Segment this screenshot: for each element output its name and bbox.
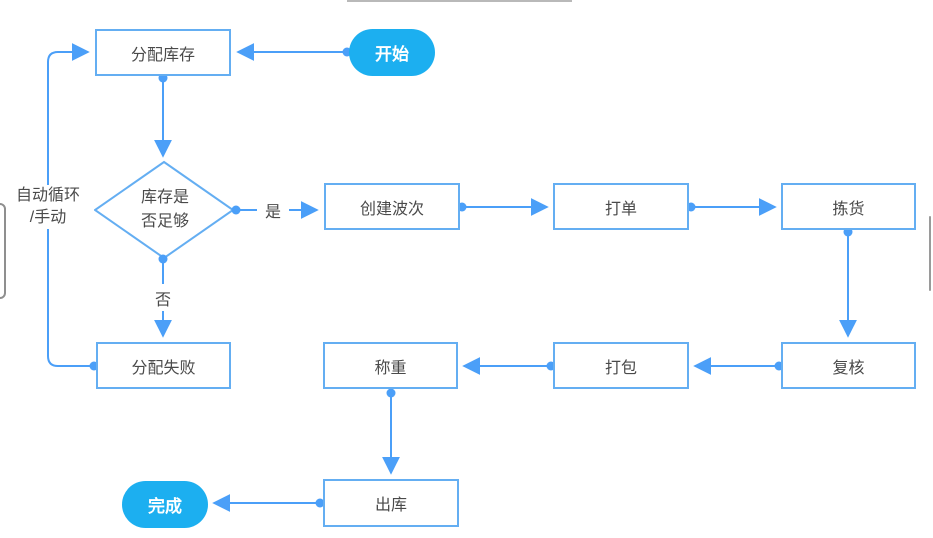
edge-label-no: 否: [148, 284, 178, 311]
loop-note: 自动循环 /手动: [2, 185, 94, 229]
node-start[interactable]: 开始: [349, 29, 435, 76]
node-allocate-inventory[interactable]: 分配库存: [95, 29, 231, 76]
edge-dot: [231, 205, 241, 215]
node-pick[interactable]: 拣货: [781, 183, 916, 230]
loop-note-line-2: /手动: [29, 209, 67, 226]
edge-dot: [386, 388, 396, 398]
edge-label-yes: 是: [257, 196, 289, 223]
decision-node-shape[interactable]: [93, 160, 235, 260]
right-scrollbar-thumb[interactable]: [929, 216, 931, 291]
node-allocate-fail[interactable]: 分配失败: [96, 342, 231, 389]
loop-note-line-1: 自动循环: [15, 187, 80, 204]
edge-dot: [158, 254, 168, 264]
node-finish[interactable]: 完成: [122, 481, 208, 528]
edge-dot: [315, 498, 325, 508]
top-edge-line: [347, 0, 572, 2]
node-weigh[interactable]: 称重: [323, 342, 458, 389]
left-panel-handle[interactable]: [0, 203, 6, 299]
node-outbound[interactable]: 出库: [323, 479, 459, 527]
node-review[interactable]: 复核: [781, 342, 916, 389]
node-print-order[interactable]: 打单: [553, 183, 689, 230]
node-pack[interactable]: 打包: [553, 342, 689, 389]
node-create-wave[interactable]: 创建波次: [324, 183, 460, 230]
